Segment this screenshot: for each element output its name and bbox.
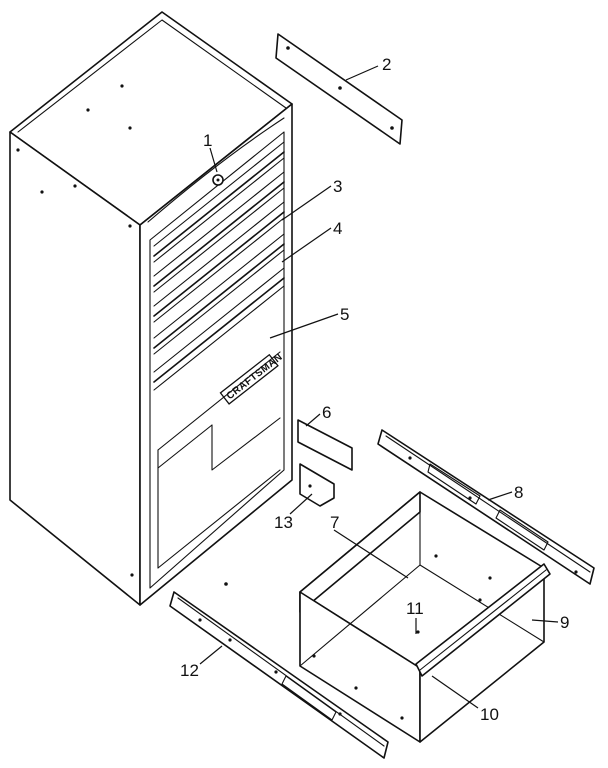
part-7-drawer-box — [299, 491, 551, 743]
part-8-slide-right — [377, 429, 595, 585]
part-6-strip — [297, 419, 353, 471]
callout-12: 12 — [180, 661, 199, 680]
callout-11: 11 — [406, 599, 424, 618]
callout-7: 7 — [330, 513, 339, 532]
cabinet: CRAFTSMAN — [9, 11, 293, 606]
callout-10: 10 — [480, 705, 499, 724]
callout-13: 13 — [274, 513, 293, 532]
cabinet-front — [139, 103, 293, 606]
callout-5: 5 — [340, 305, 349, 324]
callout-4: 4 — [333, 219, 342, 238]
leader-lines — [199, 65, 559, 709]
callout-1: 1 — [203, 131, 212, 150]
drawer-fronts — [153, 141, 285, 391]
callout-9: 9 — [560, 613, 569, 632]
callout-6: 6 — [322, 403, 331, 422]
callout-8: 8 — [514, 483, 523, 502]
callout-labels: 1 2 3 4 5 6 7 8 9 10 11 12 13 — [180, 55, 569, 724]
part-2-bracket — [275, 33, 403, 145]
part-13-bracket — [299, 463, 335, 507]
callout-3: 3 — [333, 177, 342, 196]
part-12-slide-left — [169, 591, 389, 759]
callout-2: 2 — [382, 55, 391, 74]
